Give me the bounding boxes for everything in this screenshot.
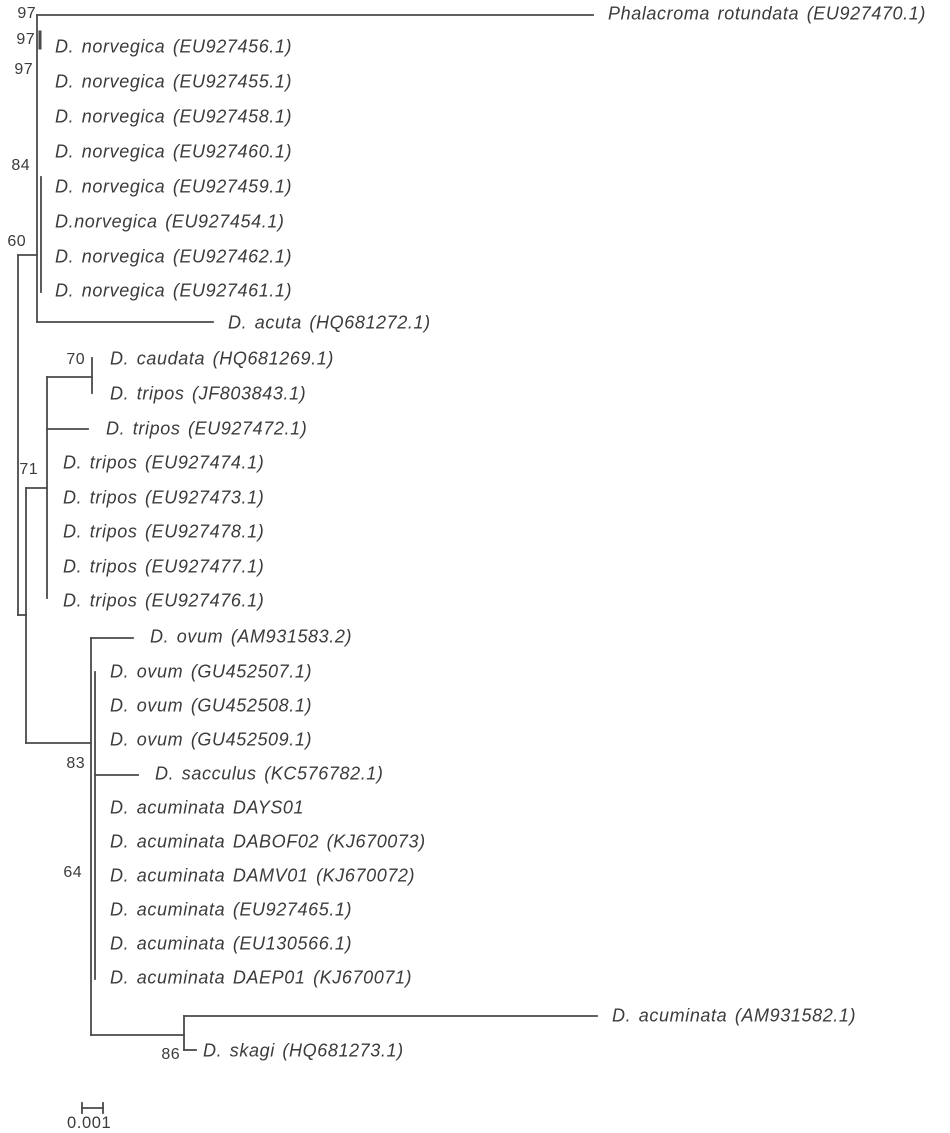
taxon-label: D. tripos (EU927477.1)	[63, 556, 265, 577]
taxon-label: D. norvegica (EU927460.1)	[55, 141, 293, 162]
bootstrap-value: 64	[63, 864, 82, 881]
taxon-label: D. acuta (HQ681272.1)	[228, 312, 431, 333]
bootstrap-value: 83	[66, 755, 85, 772]
taxon-label: D. acuminata DAMV01 (KJ670072)	[110, 865, 416, 886]
taxon-label: D. ovum (GU452509.1)	[110, 729, 313, 750]
taxon-label: D. tripos (EU927473.1)	[63, 487, 265, 508]
taxon-label: D. ovum (GU452508.1)	[110, 695, 313, 716]
bootstrap-value: 60	[7, 233, 26, 250]
taxon-label: D. caudata (HQ681269.1)	[110, 348, 334, 369]
scale-bar-label: 0.001	[67, 1114, 112, 1132]
taxon-label: D. norvegica (EU927455.1)	[55, 71, 293, 92]
bootstrap-value: 97	[16, 31, 35, 48]
taxon-label: D. acuminata DAEP01 (KJ670071)	[110, 967, 413, 988]
taxon-label: Phalacroma rotundata (EU927470.1)	[608, 3, 926, 24]
taxon-label: D. norvegica (EU927459.1)	[55, 176, 293, 197]
taxon-label: D. norvegica (EU927456.1)	[55, 36, 293, 57]
bootstrap-value: 97	[14, 61, 33, 78]
taxon-label: D. ovum (GU452507.1)	[110, 661, 313, 682]
bootstrap-value: 84	[11, 157, 30, 174]
taxon-label: D. tripos (JF803843.1)	[110, 383, 307, 404]
taxon-label: D. acuminata DABOF02 (KJ670073)	[110, 831, 426, 852]
taxon-label: D.norvegica (EU927454.1)	[55, 211, 285, 232]
taxon-label: D. tripos (EU927478.1)	[63, 521, 265, 542]
taxon-label: D. tripos (EU927476.1)	[63, 590, 265, 611]
taxon-label: D. acuminata (AM931582.1)	[612, 1005, 857, 1026]
bootstrap-value: 71	[19, 461, 38, 478]
taxon-label: D. norvegica (EU927461.1)	[55, 280, 293, 301]
taxon-label: D. skagi (HQ681273.1)	[203, 1040, 404, 1061]
bootstrap-value: 86	[161, 1046, 180, 1063]
taxon-label: D. acuminata DAYS01	[110, 797, 305, 818]
taxon-label: D. sacculus (KC576782.1)	[155, 763, 384, 784]
bootstrap-value: 70	[66, 351, 85, 368]
taxon-label: D. acuminata (EU927465.1)	[110, 899, 353, 920]
taxon-label: D. norvegica (EU927462.1)	[55, 246, 293, 267]
taxon-label: D. tripos (EU927474.1)	[63, 452, 265, 473]
taxon-label: D. ovum (AM931583.2)	[150, 626, 353, 647]
bootstrap-value: 97	[17, 5, 36, 22]
taxon-label: D. norvegica (EU927458.1)	[55, 106, 293, 127]
taxon-label: D. tripos (EU927472.1)	[106, 418, 308, 439]
taxon-label: D. acuminata (EU130566.1)	[110, 933, 353, 954]
